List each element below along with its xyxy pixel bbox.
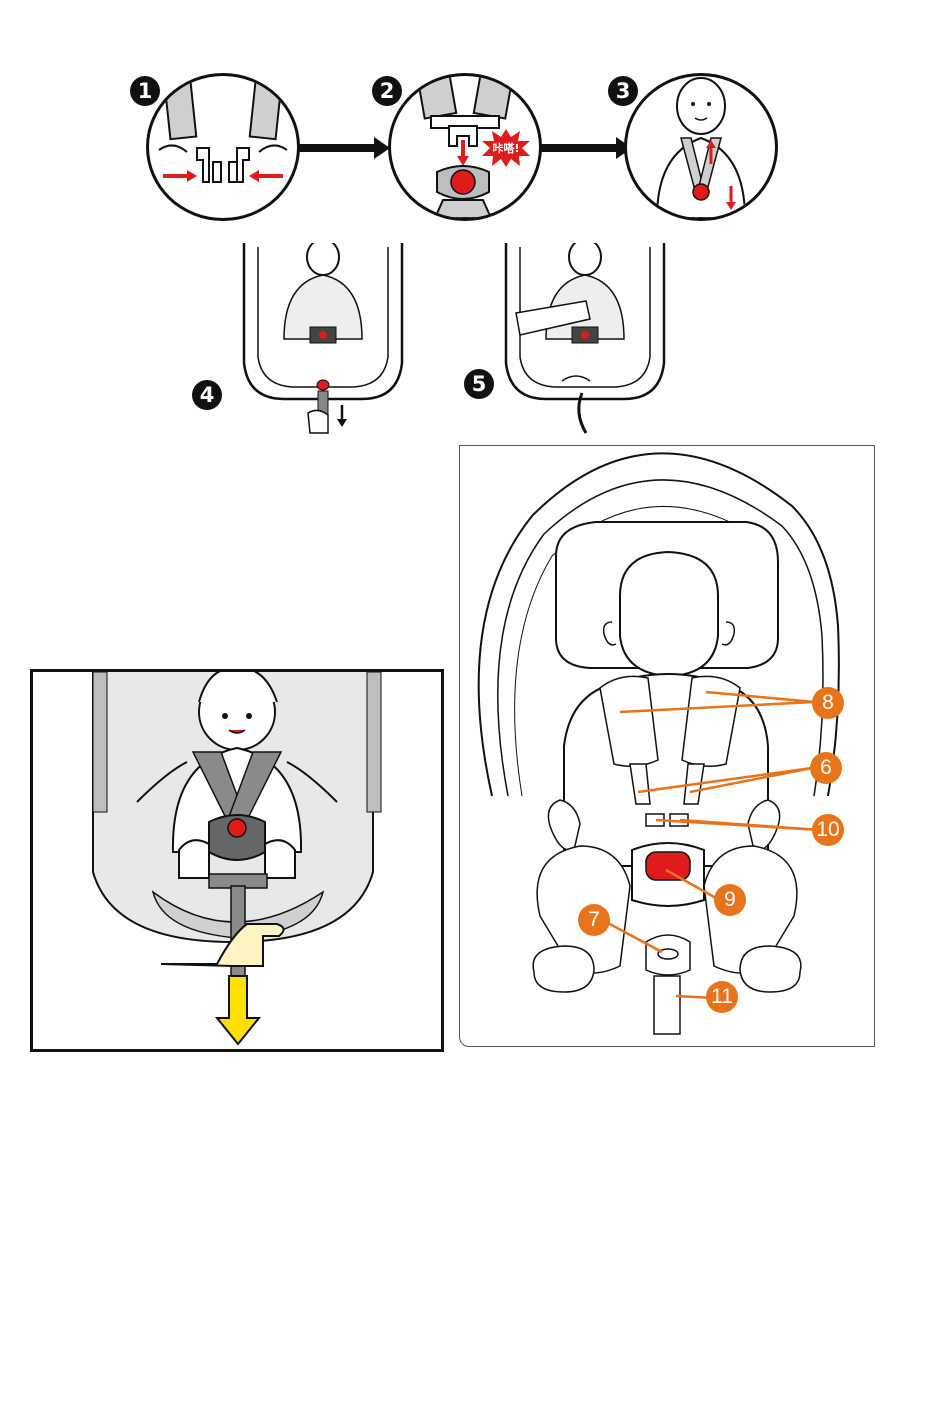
pull-adjuster-strap-illustration — [30, 669, 444, 1052]
step-1-unbuckle-detail — [146, 73, 300, 221]
step-arrow-2-to-3 — [540, 144, 618, 152]
step-5-number: 5 — [464, 369, 494, 399]
harness-parts-diagram: 8 6 10 9 7 11 — [459, 445, 875, 1047]
callout-6-shoulder-straps: 6 — [810, 752, 842, 784]
click-burst-label: 咔嗒! — [480, 140, 532, 156]
callout-11-adjuster-strap: 11 — [706, 981, 738, 1013]
step-5-adjust-strap-illustration — [500, 243, 670, 438]
callout-9-buckle: 9 — [714, 884, 746, 916]
callout-8-shoulder-pads: 8 — [812, 687, 844, 719]
step-3-tighten-detail — [624, 73, 778, 221]
callout-10-buckle-tongues: 10 — [812, 814, 844, 846]
step-4-number: 4 — [192, 380, 222, 410]
callout-7-adjuster-button: 7 — [578, 904, 610, 936]
step-arrow-1-to-2 — [298, 144, 376, 152]
step-4-pull-strap-illustration — [238, 243, 408, 438]
click-burst-badge: 咔嗒! — [480, 129, 532, 167]
